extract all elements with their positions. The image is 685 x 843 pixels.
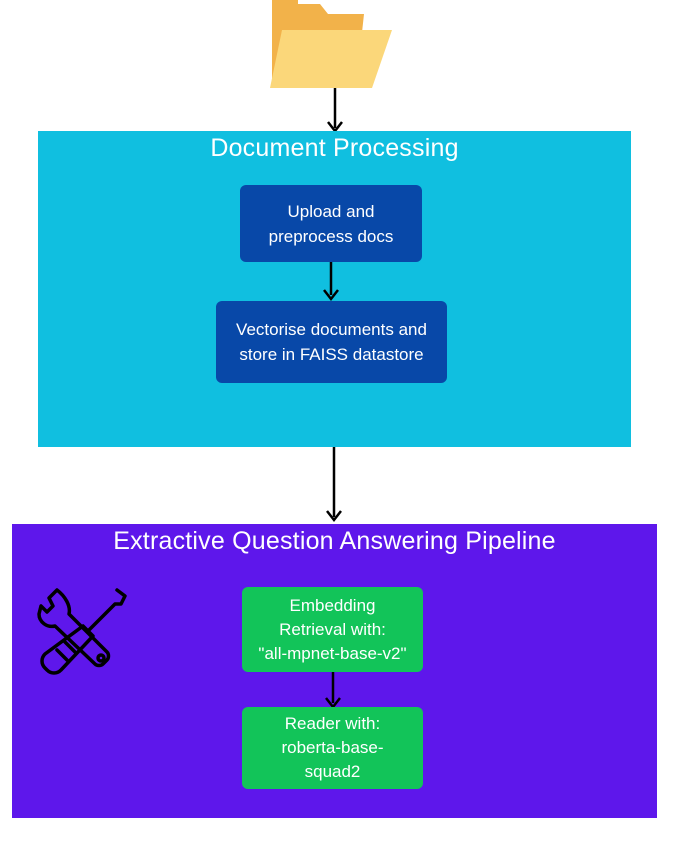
- step-line: Retrieval with:: [279, 619, 386, 639]
- embedding-retrieval-step: Embedding Retrieval with: "all-mpnet-bas…: [242, 587, 423, 672]
- step-line: roberta-base-: [281, 738, 384, 757]
- step-line: Embedding: [289, 595, 376, 615]
- arrow-embedding-to-reader: [325, 672, 341, 710]
- step-line: squad2: [304, 762, 361, 781]
- arrow-processing-to-pipeline: [326, 447, 342, 523]
- step-line: preprocess docs: [268, 226, 394, 246]
- document-processing-title: Document Processing: [210, 134, 459, 162]
- qa-pipeline-title: Extractive Question Answering Pipeline: [113, 527, 556, 555]
- wrench-screwdriver-icon: [37, 588, 127, 675]
- step-line: "all-mpnet-base-v2": [258, 643, 407, 663]
- upload-preprocess-step: Upload and preprocess docs: [240, 185, 422, 262]
- step-line: Vectorise documents and: [236, 320, 427, 339]
- step-line: Reader with:: [284, 714, 381, 733]
- step-line: Upload and: [287, 201, 375, 221]
- reader-step: Reader with: roberta-base- squad2: [242, 707, 423, 789]
- step-line: store in FAISS datastore: [239, 345, 424, 364]
- vectorise-store-step: Vectorise documents and store in FAISS d…: [216, 301, 447, 383]
- document-processing-panel: Document Processing: [38, 131, 631, 447]
- arrow-upload-to-vectorise: [323, 262, 339, 302]
- folder-icon: [270, 0, 392, 88]
